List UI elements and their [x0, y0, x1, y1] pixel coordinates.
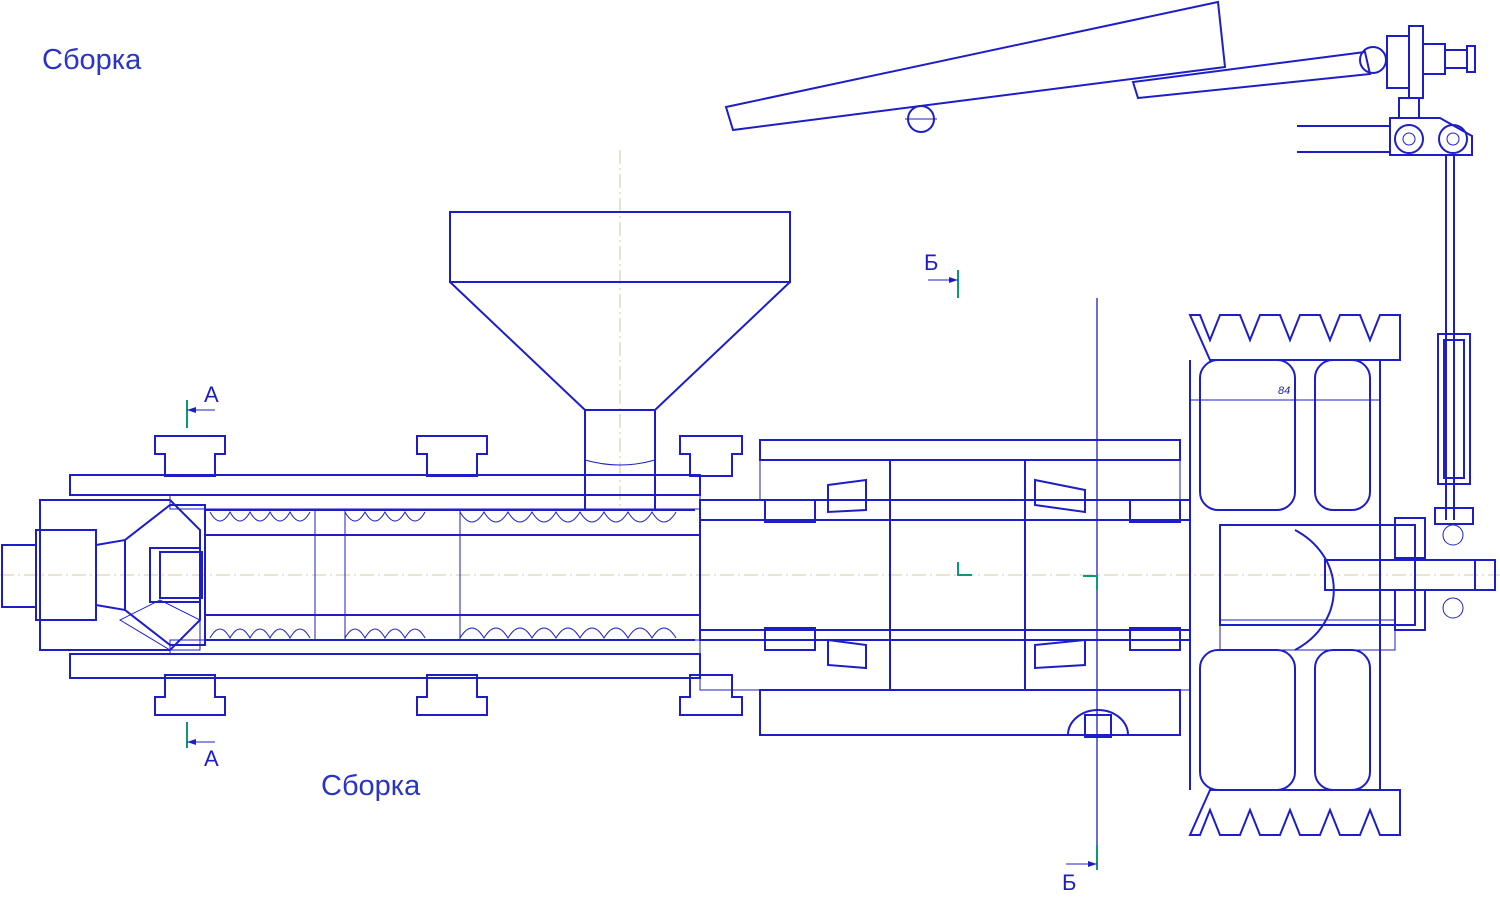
barrel-housing	[69, 435, 743, 716]
drawing-title-bottom: Сборка	[321, 770, 421, 802]
press-screw	[204, 509, 701, 641]
bearing-housing	[699, 439, 1191, 738]
section-marker-a-bottom: А	[186, 722, 219, 771]
section-label-a-top: А	[204, 382, 219, 407]
drawing-title-top: Сборка	[42, 44, 142, 76]
axis-mark-right	[1083, 575, 1098, 590]
section-marker-b-top: Б	[924, 250, 959, 298]
section-label-b-bottom: Б	[1062, 870, 1076, 895]
v-belt-pulley	[1188, 314, 1496, 836]
linkage-rod	[1297, 25, 1476, 525]
axis-mark-left	[957, 562, 972, 576]
press-nozzle	[1, 499, 206, 651]
lever-arm	[724, 0, 1372, 133]
section-marker-a-top: А	[186, 382, 219, 428]
pulley-dimension: 84	[1278, 385, 1290, 397]
section-label-b-top: Б	[924, 250, 938, 275]
section-marker-b-bottom: Б	[1062, 845, 1098, 895]
section-label-a-bottom: А	[204, 746, 219, 771]
